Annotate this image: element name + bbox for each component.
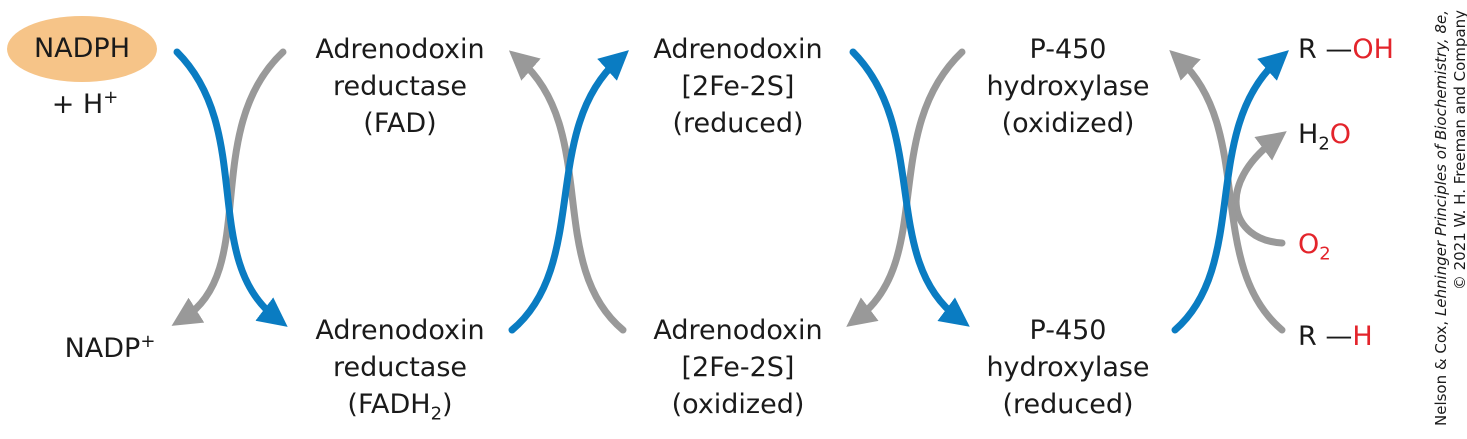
blue-arrow-nadph-to-ar [173,48,288,327]
h-plus-label: + H+ [51,87,119,121]
blue-arrow-p450-to-roh [1171,50,1289,334]
product-r-oh: R —OH [1298,34,1394,65]
figure-credit: Nelson & Cox, Lehninger Principles of Bi… [1432,10,1467,426]
nadp-label: NADP+ [64,331,156,365]
p450-oxidized: P-450 hydroxylase (oxidized) [986,34,1150,139]
adrenodoxin-reduced: Adrenodoxin [2Fe-2S] (reduced) [653,34,823,139]
gray-arrow-adx-to-ar [508,50,627,334]
adrenodoxin-reductase-fad: Adrenodoxin reductase (FAD) [315,34,485,139]
reactant-r-h: R —H [1298,321,1373,352]
nadph-label: NADPH [33,33,131,64]
nadph-highlight [7,16,157,82]
gray-arrow-o2-to-h2o [1232,131,1287,247]
gray-arrow-p450-to-adx [846,48,966,327]
gray-arrow-rh-to-p450 [1169,49,1286,334]
adrenodoxin-reductase-fadh2: Adrenodoxin reductase (FADH2) [315,315,485,425]
blue-arrow-adx-to-p450 [849,48,970,327]
product-water: H2O [1298,119,1352,155]
adrenodoxin-oxidized: Adrenodoxin [2Fe-2S] (oxidized) [653,315,823,420]
p450-reduced: P-450 hydroxylase (reduced) [986,315,1150,420]
blue-arrow-ar-to-adx [508,50,629,334]
gray-arrow-ar-to-nadp [171,48,287,326]
reactant-oxygen: O2 [1298,229,1331,265]
